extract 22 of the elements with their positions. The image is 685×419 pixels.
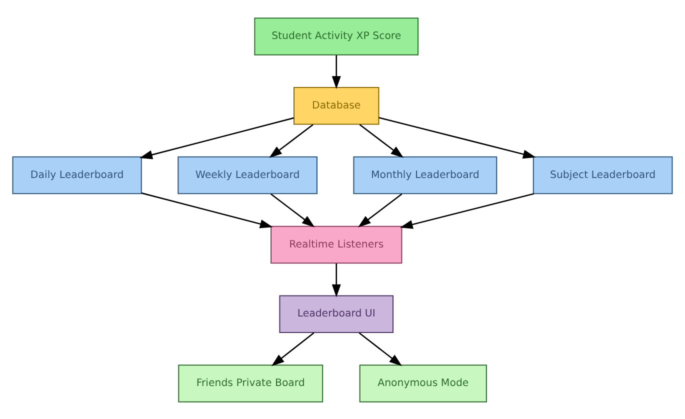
arrow: [140, 116, 294, 159]
arrow: [400, 192, 534, 228]
node-box: Daily Leaderboard: [12, 156, 142, 194]
node-box: Student Activity XP Score: [254, 17, 419, 55]
node-box: Database: [294, 86, 380, 124]
node-box: Friends Private Board: [178, 364, 324, 402]
arrow: [332, 54, 341, 89]
node-box: Leaderboard UI: [279, 294, 394, 332]
arrow: [359, 124, 404, 158]
arrow: [271, 332, 314, 366]
arrow: [141, 192, 273, 228]
arrow: [332, 262, 341, 297]
arrow: [358, 192, 402, 227]
node-box: Realtime Listeners: [270, 225, 402, 264]
arrow: [270, 192, 315, 227]
node-box: Weekly Leaderboard: [178, 156, 318, 194]
arrow: [378, 116, 536, 158]
arrow: [358, 332, 402, 366]
node-box: Subject Leaderboard: [532, 156, 673, 194]
node-box: Anonymous Mode: [359, 364, 487, 402]
arrow: [269, 124, 314, 158]
node-box: Monthly Leaderboard: [353, 156, 498, 194]
